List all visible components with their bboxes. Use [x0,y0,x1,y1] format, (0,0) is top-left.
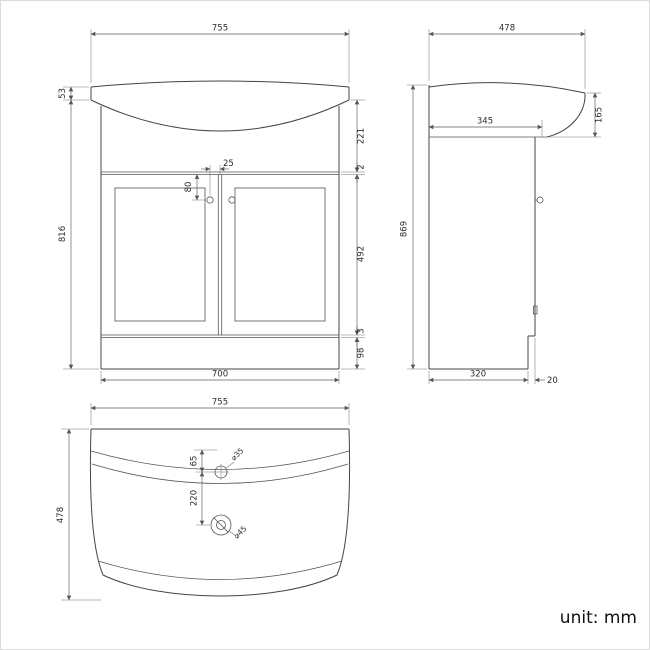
top-view: 755 478 65 220 ⌀35 ⌀45 [56,398,351,601]
dim-gap-bottom: 3 [357,328,367,333]
side-door-knob [536,196,544,204]
side-basin-top [428,82,586,94]
top-view-geometry [89,428,351,597]
dim-total-height: 869 [400,221,410,237]
dim-handle-offset: 25 [223,159,234,169]
drain-hole-slash [213,517,229,533]
side-hinge-mark [533,305,538,315]
drain-hole-outer [210,514,232,536]
dim-top-overall-width: 755 [212,398,228,408]
dim-gap-top: 2 [357,164,367,169]
front-view-dimensions: 755 53 816 221 2 492 3 98 [58,24,367,384]
left-door-knob [206,196,214,204]
dim-plinth-height: 98 [357,348,367,359]
dim-door-height: 492 [357,246,367,262]
dim-faucet-setback: 65 [190,456,200,467]
basin-front-curve [90,99,350,132]
top-front-inner-curve [97,560,343,580]
dim-front-overall-width: 755 [212,24,228,34]
basin-top-edge [90,80,350,88]
basin-rim-arc-1 [90,450,350,470]
label-drain-hole-dia: ⌀45 [232,524,248,540]
side-basin-front-curl [546,92,586,138]
side-view-geometry [428,82,586,370]
dim-basin-lip-height: 53 [58,88,68,99]
dim-toe-recess: 20 [547,376,558,386]
dim-top-overall-depth: 478 [56,507,66,523]
dim-side-overall-depth: 478 [499,24,515,34]
top-right-edge [336,428,351,576]
dim-handle-drop: 80 [184,182,194,193]
dim-upper-section: 221 [357,128,367,144]
dim-drain-distance: 220 [190,490,200,506]
side-view-dimensions: 478 165 345 869 320 20 [400,24,605,387]
label-faucet-hole-dia: ⌀35 [229,446,245,462]
unit-note: unit: mm [560,608,637,628]
right-door-knob [228,196,236,204]
basin-rim-arc-2 [91,463,349,484]
front-view: 755 53 816 221 2 492 3 98 [58,24,367,384]
dim-basin-depth: 345 [477,117,493,127]
top-view-dimensions: 755 478 65 220 ⌀35 ⌀45 [56,398,350,601]
left-door-panel [114,187,206,322]
side-view: 478 165 345 869 320 20 [400,24,605,387]
top-front-curve [102,574,338,597]
right-door-panel [234,187,326,322]
dim-base-depth: 320 [470,370,486,380]
dim-cabinet-width: 700 [212,370,228,380]
front-view-geometry [90,80,350,370]
dim-body-height: 816 [58,226,68,242]
drain-hole-inner [216,520,226,530]
dim-basin-height: 165 [595,107,605,123]
top-left-edge [89,428,104,576]
